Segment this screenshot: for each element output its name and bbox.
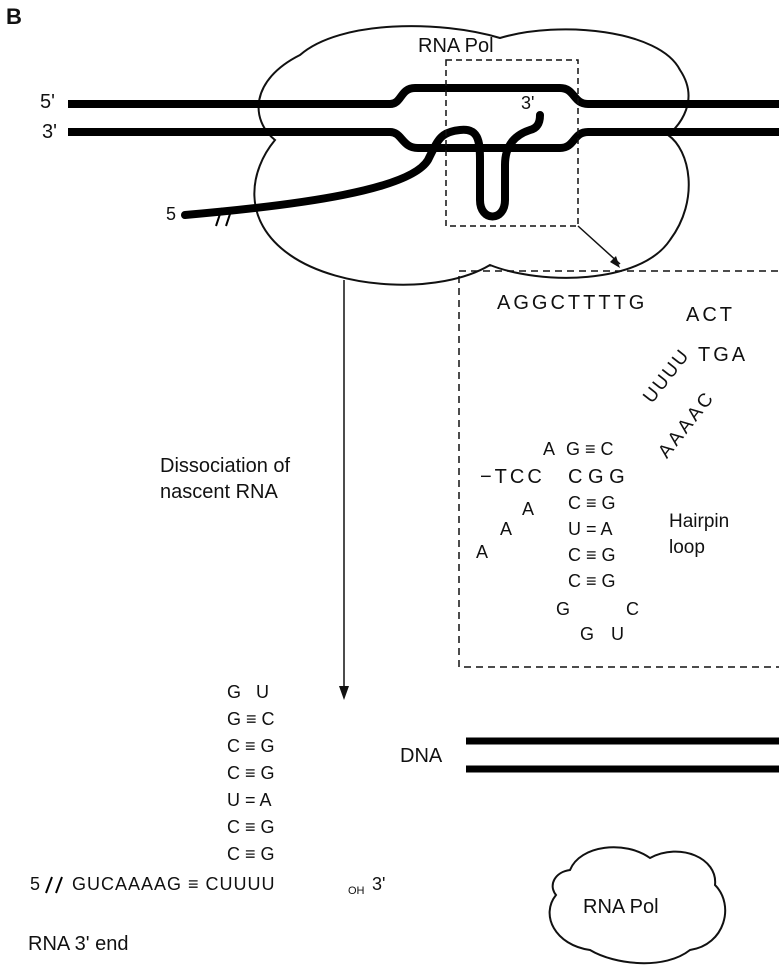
zoom-stem-row: C G G [568,467,625,487]
dna-5prime-label: 5' [40,92,55,112]
rna-pol-label-top: RNA Pol [418,36,494,56]
zoom-stem-row: U = A [568,520,613,538]
hairpin-label: loop [669,538,705,557]
dna-label: DNA [400,746,442,766]
zoom-loop-a: A [543,440,555,458]
released-stem-row: C ≡ G [227,764,275,782]
zoom-stem-row: C [626,600,639,618]
dna-3prime-label: 3' [42,122,57,142]
zoom-act-sequence: ACT [686,305,735,325]
released-rna-5: 5 [30,875,40,893]
rna-pol-label-bottom: RNA Pol [583,897,659,917]
released-rna-oh: OH [348,886,365,897]
zoom-loop-a: A [476,543,488,561]
zoom-top-sequence: AGGCTTTTG [497,293,647,313]
released-stem-row: G ≡ C [227,710,275,728]
dissociation-arrowhead [339,686,349,700]
dna-template-top-strand [68,88,779,104]
dissociation-label: nascent RNA [160,482,278,502]
panel-label: B [6,6,22,28]
hairpin-label: Hairpin [669,512,729,531]
zoom-stem-row: C ≡ G [568,494,616,512]
zoom-loop-a: A [522,500,534,518]
zoom-stem-row: C ≡ G [568,572,616,590]
zoom-loop-a: A [500,520,512,538]
zoom-stem-lead: −TCC [480,467,545,487]
nascent-rna-5-label: 5 [166,205,176,223]
dna-bottom-strand [68,132,779,148]
zoom-stem-row: C ≡ G [568,546,616,564]
dissociation-label: Dissociation of [160,456,290,476]
released-stem-row: C ≡ G [227,818,275,836]
zoom-stem-row: G U [580,625,630,643]
released-stem-row: G U [227,683,269,701]
rna-3prime-label: 3' [521,94,534,112]
released-stem-row: C ≡ G [227,845,275,863]
released-rna-sequence: GUCAAAAG ≡ CUUUU [72,875,276,893]
released-stem-row: C ≡ G [227,737,275,755]
zoom-stem-row: G [556,600,570,618]
rna-3prime-end-label: RNA 3' end [28,934,129,954]
rna-break-mark [56,877,62,893]
released-stem-row: U = A [227,791,272,809]
zoom-tga-sequence: TGA [698,345,748,365]
rna-break-mark [46,877,52,893]
zoom-stem-row: G ≡ C [566,440,614,458]
released-rna-3: 3' [372,875,385,893]
rna-polymerase-body [254,26,688,285]
